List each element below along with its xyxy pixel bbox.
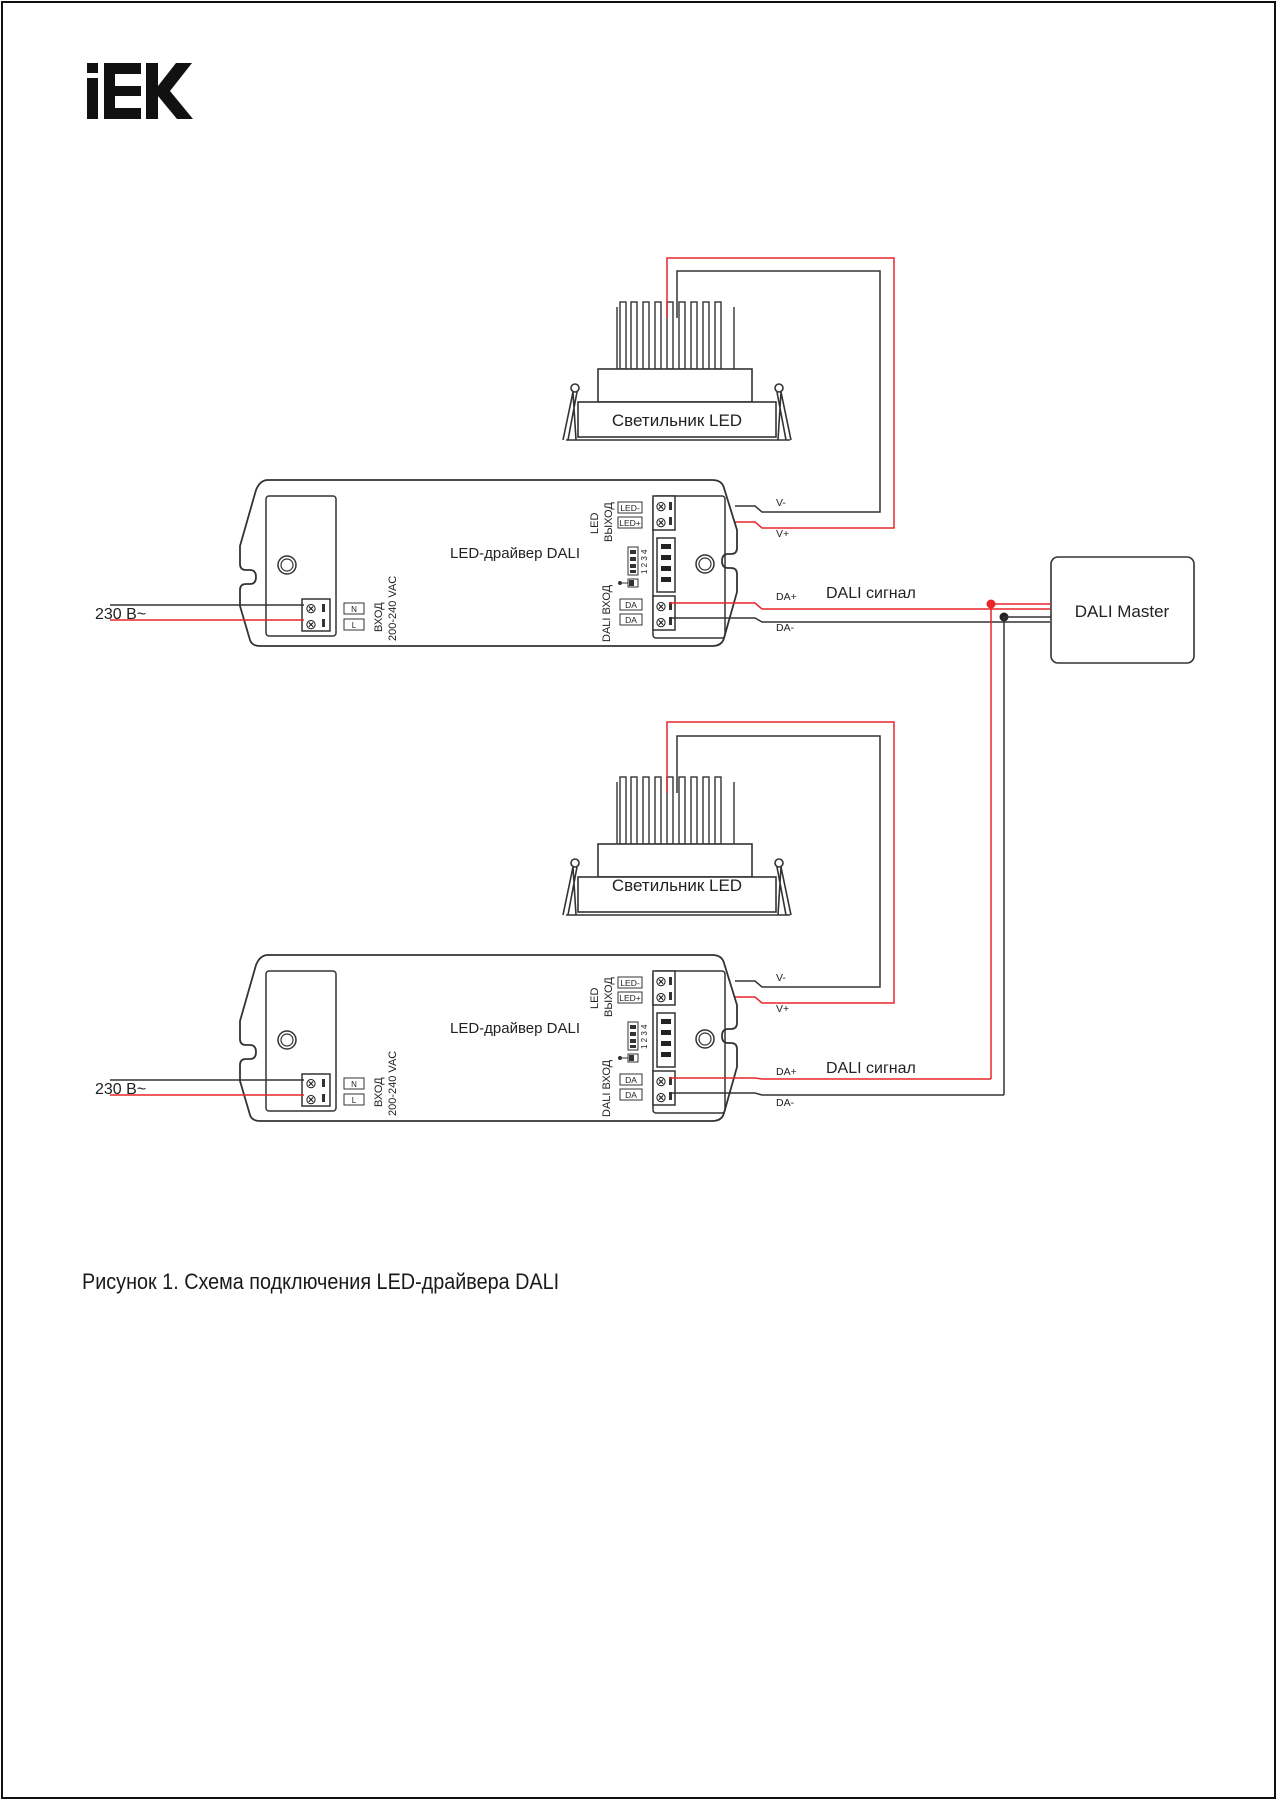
svg-text:DA-: DA- <box>776 622 795 634</box>
svg-text:LED-: LED- <box>620 503 640 513</box>
input-voltage-label: 200-240 VAC <box>387 576 399 641</box>
svg-text:200-240 VAC: 200-240 VAC <box>387 1051 399 1116</box>
svg-text:DA: DA <box>625 1075 637 1085</box>
svg-text:DA: DA <box>625 1090 637 1100</box>
dali-signal-label-bottom: DALI сигнал <box>826 1060 916 1077</box>
svg-text:N: N <box>351 605 357 614</box>
figure-caption: Рисунок 1. Схема подключения LED-драйвер… <box>82 1269 560 1294</box>
svg-text:DALI ВХОД: DALI ВХОД <box>601 1059 613 1117</box>
dali-master-box[interactable]: DALI Master <box>1050 556 1195 664</box>
wire-v-minus-bottom <box>676 735 881 988</box>
svg-text:L: L <box>352 1096 357 1105</box>
svg-text:⊗: ⊗ <box>305 1091 317 1107</box>
svg-text:DA-: DA- <box>776 1097 795 1109</box>
svg-text:LED+: LED+ <box>619 518 641 528</box>
svg-text:V+: V+ <box>776 528 789 540</box>
svg-text:LED+: LED+ <box>619 993 641 1003</box>
dali-signal-label-top: DALI сигнал <box>826 585 916 602</box>
svg-text:⊗: ⊗ <box>655 989 667 1005</box>
supply-label-bottom: 230 В~ <box>95 1081 146 1098</box>
dip-legend: 1 2 3 4 <box>618 546 649 588</box>
led-driver-top: ⊗ ⊗ N L ВХОД 200-240 VAC LED-драйвер DAL… <box>239 479 738 647</box>
dali-plus-wire <box>669 602 1050 610</box>
svg-text:DA: DA <box>625 600 637 610</box>
luminaire-label: Светильник LED <box>612 411 742 430</box>
driver-title: LED-драйвер DALI <box>450 545 580 562</box>
svg-text:1 2 3 4: 1 2 3 4 <box>640 1024 649 1049</box>
svg-text:DALI ВХОД: DALI ВХОД <box>601 584 613 642</box>
wire-v-plus-bottom <box>666 721 895 1004</box>
svg-text:⊗: ⊗ <box>655 1073 667 1089</box>
svg-text:⊗: ⊗ <box>655 614 667 630</box>
svg-text:ВЫХОД: ВЫХОД <box>603 977 615 1017</box>
svg-text:V-: V- <box>776 497 786 509</box>
svg-text:⊗: ⊗ <box>305 600 317 616</box>
dali-master-label: DALI Master <box>1075 602 1170 621</box>
svg-text:N: N <box>351 1080 357 1089</box>
svg-text:DA+: DA+ <box>776 1066 797 1078</box>
svg-text:ВЫХОД: ВЫХОД <box>603 502 615 542</box>
wire-v-plus-top <box>666 257 895 529</box>
svg-text:⊗: ⊗ <box>655 598 667 614</box>
svg-text:⊗: ⊗ <box>655 1089 667 1105</box>
svg-text:⊗: ⊗ <box>655 498 667 514</box>
dali-minus-wire <box>669 617 1050 623</box>
svg-text:DA+: DA+ <box>776 591 797 603</box>
wire-v-minus-top <box>676 270 881 513</box>
svg-text:V-: V- <box>776 972 786 984</box>
led-driver-bottom: ⊗ ⊗ N L ВХОД 200-240 VAC LED-драйвер DAL… <box>239 954 738 1122</box>
svg-text:⊗: ⊗ <box>305 1075 317 1091</box>
input-label: ВХОД <box>373 602 385 632</box>
svg-text:ВХОД: ВХОД <box>373 1077 385 1107</box>
dali-plus-wire-bottom <box>669 1077 991 1080</box>
svg-text:L: L <box>352 621 357 630</box>
svg-text:V+: V+ <box>776 1003 789 1015</box>
svg-text:⊗: ⊗ <box>655 514 667 530</box>
luminaire-label: Светильник LED <box>612 876 742 895</box>
iek-logo <box>87 63 193 119</box>
svg-text:DA: DA <box>625 615 637 625</box>
svg-text:LED: LED <box>589 988 601 1009</box>
svg-text:⊗: ⊗ <box>305 616 317 632</box>
supply-label-top: 230 В~ <box>95 606 146 623</box>
driver-title: LED-драйвер DALI <box>450 1020 580 1037</box>
svg-text:LED: LED <box>589 513 601 534</box>
svg-text:LED-: LED- <box>620 978 640 988</box>
svg-text:⊗: ⊗ <box>655 973 667 989</box>
svg-text:1 2 3 4: 1 2 3 4 <box>640 549 649 574</box>
dali-minus-wire-bottom <box>669 1092 1004 1096</box>
luminaire-top: Светильник LED <box>562 301 792 441</box>
